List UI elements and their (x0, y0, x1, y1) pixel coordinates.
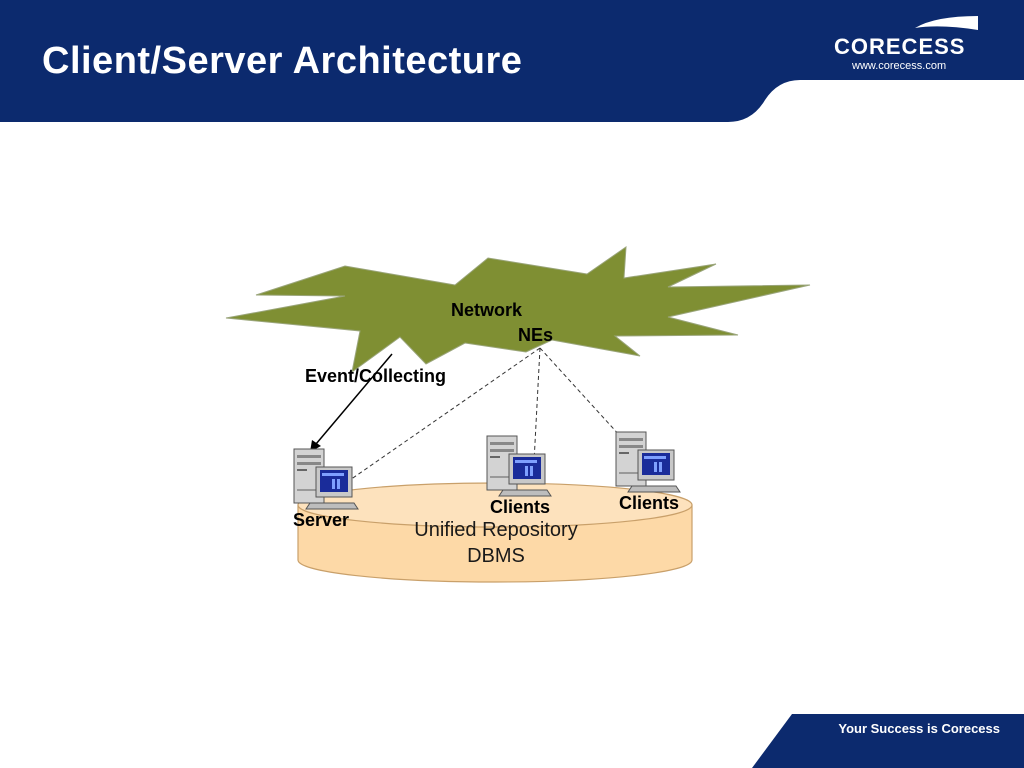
client-label: Clients (490, 497, 551, 517)
event-arrow (315, 353, 393, 445)
header-band (0, 0, 1024, 122)
network-cloud-burst (225, 246, 811, 374)
server-label: Server (293, 510, 350, 530)
footer-band (752, 714, 1024, 768)
logo-wordmark: CORECESS (834, 34, 966, 59)
corecess-logo: CORECESS www.corecess.com (832, 12, 982, 74)
client-computer-icon (615, 431, 681, 493)
nes-label: NEs (518, 325, 554, 345)
database-disk-icon (297, 482, 693, 583)
page-title: Client/Server Architecture (42, 40, 523, 82)
client-label: Clients (619, 493, 680, 513)
logo-swoosh-icon (915, 16, 978, 30)
footer-tagline: Your Success is Corecess (838, 721, 1000, 736)
repository-line1: Unified Repository (414, 519, 578, 541)
network-label: Network (451, 300, 523, 320)
event-collecting-label: Event/Collecting (305, 366, 447, 386)
repository-line2: DBMS (467, 545, 525, 567)
logo-url: www.corecess.com (852, 60, 947, 72)
